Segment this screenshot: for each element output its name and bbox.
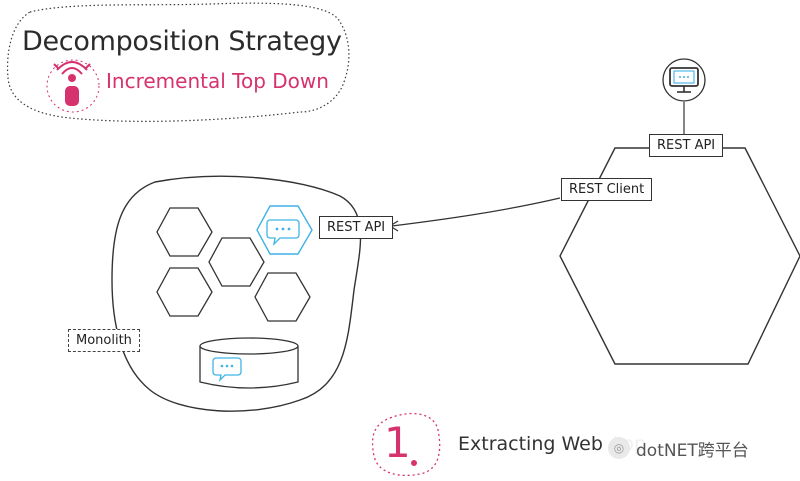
speech-bubble-icon [212, 357, 242, 382]
monolith-module-hexagon [208, 237, 265, 287]
web-module-hexagon [256, 205, 313, 255]
request-arrow [388, 197, 561, 232]
service-rest-api-label: REST API [649, 134, 724, 157]
watermark: ◎ dotNET跨平台 [608, 434, 793, 462]
web-app-service-hexagon [559, 147, 800, 365]
microphone-broadcast-icon [46, 59, 100, 113]
title-cloud [6, 2, 350, 122]
page-subtitle: Incremental Top Down [106, 69, 329, 93]
rest-client-label: REST Client [561, 178, 653, 201]
step-number: 1 [384, 418, 411, 467]
wechat-logo-icon: ◎ [608, 437, 630, 459]
database-icon [199, 337, 299, 389]
monolith-module-hexagon [254, 272, 311, 322]
monolith-module-hexagon [156, 267, 213, 317]
watermark-text: dotNET跨平台 [636, 440, 749, 461]
step-caption: Extracting Web App [458, 433, 647, 455]
monolith-label: Monolith [68, 329, 140, 352]
speech-bubble-icon [266, 219, 300, 246]
monolith-rest-api-label: REST API [319, 216, 394, 239]
monolith-boundary [111, 175, 362, 412]
step-number-badge [371, 412, 441, 477]
monolith-module-hexagon [156, 207, 213, 257]
monitor-icon [662, 58, 706, 102]
page-title: Decomposition Strategy [22, 26, 342, 57]
